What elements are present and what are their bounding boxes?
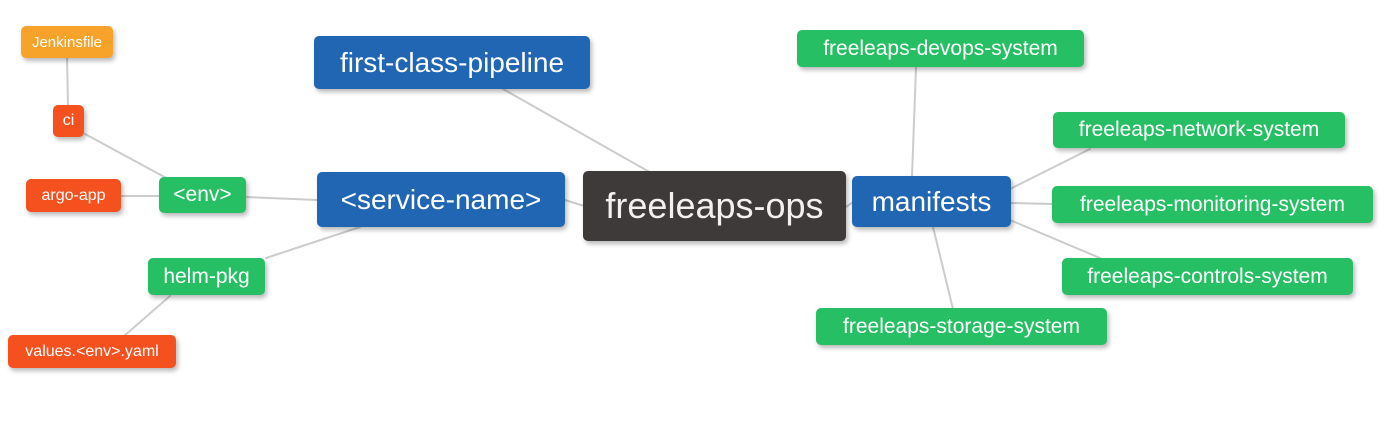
node-argo-app[interactable]: argo-app [26, 179, 121, 212]
node-service-name[interactable]: <service-name> [317, 172, 565, 227]
edge-env-service-name [245, 196, 318, 201]
node-freeleaps-storage-system[interactable]: freeleaps-storage-system [816, 308, 1107, 345]
edge-helm-pkg-values [123, 295, 171, 337]
node-helm-pkg[interactable]: helm-pkg [148, 258, 265, 295]
node-freeleaps-controls-system[interactable]: freeleaps-controls-system [1062, 258, 1353, 295]
edge-manifests-monitoring [1009, 202, 1054, 205]
node-freeleaps-ops-root[interactable]: freeleaps-ops [583, 171, 846, 241]
node-freeleaps-devops-system[interactable]: freeleaps-devops-system [797, 30, 1084, 67]
edge-service-name-ops [564, 199, 585, 207]
node-first-class-pipeline[interactable]: first-class-pipeline [314, 36, 590, 89]
edge-manifests-storage [932, 226, 954, 310]
node-jenkinsfile[interactable]: Jenkinsfile [21, 26, 113, 58]
edge-jenkinsfile-ci [66, 56, 69, 107]
node-freeleaps-monitoring-system[interactable]: freeleaps-monitoring-system [1052, 186, 1373, 223]
edge-helm-pkg-service-name [265, 226, 361, 259]
node-env[interactable]: <env> [159, 177, 246, 213]
edge-manifests-network [1009, 148, 1091, 190]
edge-manifests-devops [911, 67, 917, 177]
edge-manifests-controls [1009, 219, 1101, 259]
node-freeleaps-network-system[interactable]: freeleaps-network-system [1053, 112, 1345, 148]
node-manifests[interactable]: manifests [852, 176, 1011, 227]
edge-ci-env [84, 133, 171, 181]
edge-pipeline-ops [502, 88, 654, 175]
node-ci[interactable]: ci [53, 105, 84, 137]
node-values-env-yaml[interactable]: values.<env>.yaml [8, 335, 176, 368]
